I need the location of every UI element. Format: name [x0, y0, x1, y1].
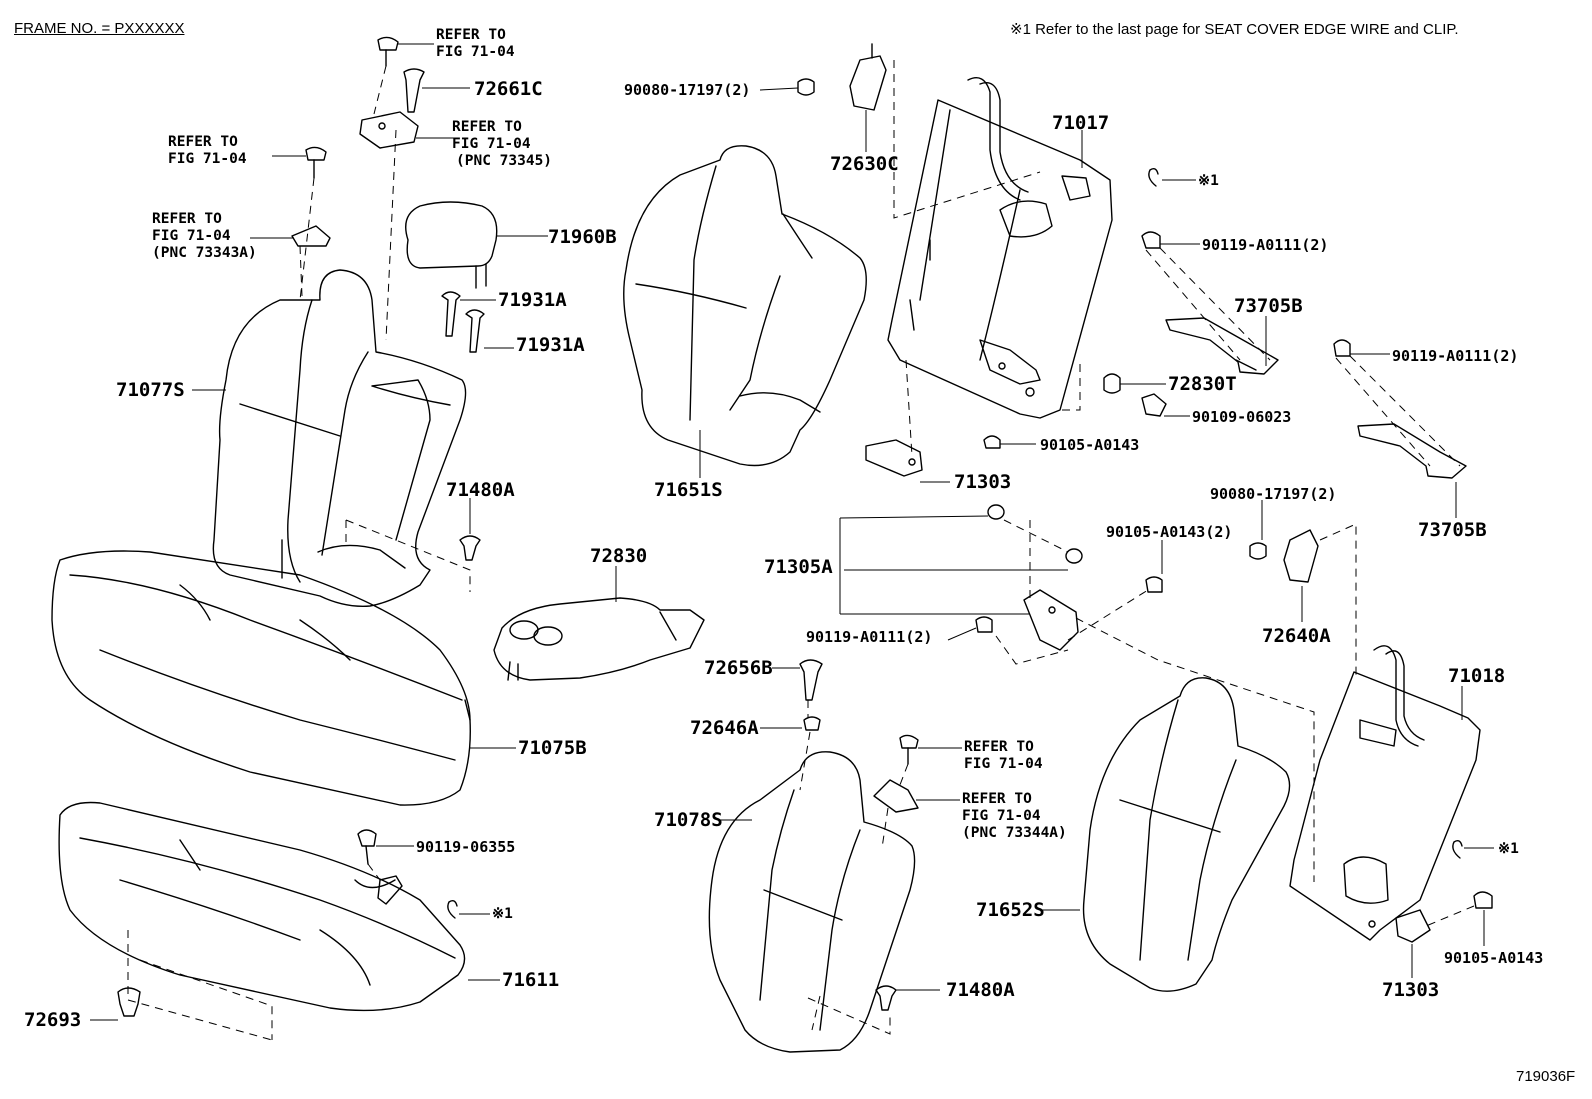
- top-left-small-parts: [291, 36, 425, 247]
- refer-fig-label: FIG 71-04: [962, 808, 1041, 824]
- part-71960b-label: 71960B: [548, 226, 617, 248]
- part-90080-17197-label: 90080-17197(2): [624, 81, 751, 99]
- refer-to-label: REFER TO: [452, 119, 522, 135]
- seatback-pad-71652s-drawing: [1082, 677, 1291, 992]
- part-72830t-label: 72830T: [1168, 373, 1237, 395]
- part-72693-label: 72693: [24, 1009, 82, 1031]
- part-72656b-label: 72656B: [704, 657, 773, 679]
- nut-71305a-1-drawing: [987, 504, 1005, 520]
- clip-symbol-3: [1452, 839, 1463, 859]
- part-71611-label: 71611: [502, 969, 560, 991]
- refer-to-label: REFER TO: [962, 791, 1032, 807]
- part-73705b-label: 73705B: [1418, 519, 1487, 541]
- clip-symbol-1: [1148, 167, 1159, 187]
- lock-bracket-drawing: [975, 589, 1079, 651]
- clip-71480a-drawing: [459, 535, 481, 561]
- refer-fig-label: FIG 71-04: [152, 228, 231, 244]
- part-71077s-label: 71077S: [116, 379, 185, 401]
- nut-71305a-2-drawing: [1065, 548, 1083, 564]
- part-71018-label: 71018: [1448, 665, 1506, 687]
- refer-pnc-label: (PNC 73345): [456, 153, 553, 169]
- part-90119-a0111-label: 90119-A0111(2): [1392, 347, 1519, 365]
- part-73705b-label: 73705B: [1234, 295, 1303, 317]
- guides-71931a-drawing: [441, 291, 485, 353]
- refer-fig-label: FIG 71-04: [452, 136, 531, 152]
- part-71931a-label: 71931A: [498, 289, 567, 311]
- part-72630c-label: 72630C: [830, 153, 899, 175]
- part-90119-a0111-label: 90119-A0111(2): [1202, 236, 1329, 254]
- part-72830-label: 72830: [590, 545, 648, 567]
- frame-71018-drawing: [1289, 645, 1481, 941]
- refer-fig-label: FIG 71-04: [436, 44, 515, 60]
- bolt-90109-drawing: [1141, 393, 1167, 417]
- part-71305a-label: 71305A: [764, 556, 833, 578]
- part-71075b-label: 71075B: [518, 737, 587, 759]
- part-90105-a0143-label: 90105-A0143: [1040, 436, 1140, 454]
- seatback-pad-71651s-drawing: [623, 145, 867, 467]
- clip-72693-drawing: [117, 987, 141, 1017]
- refer-fig-label: FIG 71-04: [964, 756, 1043, 772]
- part-72640a-label: 72640A: [1262, 625, 1331, 647]
- refer-pnc-label: (PNC 73344A): [962, 825, 1067, 841]
- part-71303-label: 71303: [1382, 979, 1440, 1001]
- refer-pnc-label: (PNC 73343A): [152, 245, 257, 261]
- refer-to-label: REFER TO: [964, 739, 1034, 755]
- bracket-71303-2-drawing: [1395, 891, 1493, 943]
- note-marker-label: ※1: [1498, 841, 1519, 857]
- part-71078s-label: 71078S: [654, 809, 723, 831]
- bracket-71303-drawing: [865, 435, 1001, 477]
- headrest-71960b-drawing: [405, 201, 498, 289]
- pin-72830t-drawing: [1103, 373, 1121, 394]
- part-71480a-label: 71480A: [446, 479, 515, 501]
- note-marker-label: ※1: [492, 906, 513, 922]
- refer-to-label: REFER TO: [152, 211, 222, 227]
- cushion-pad-71611-drawing: [58, 801, 466, 1012]
- refer-to-label: REFER TO: [436, 27, 506, 43]
- hinge-72630c-drawing: [797, 43, 887, 111]
- part-72646a-label: 72646A: [690, 717, 759, 739]
- part-90119-a0111-label: 90119-A0111(2): [806, 628, 933, 646]
- clip-71480a-2-drawing: [875, 985, 897, 1011]
- leader-lines: [90, 43, 1494, 1021]
- bracket-73344a-drawing: [873, 734, 919, 813]
- dashed-assembly-lines: [127, 60, 1475, 1041]
- seat-cushion-71075b-drawing: [51, 550, 471, 806]
- pin-72656b-drawing: [799, 659, 823, 731]
- seat-cover-note: ※1 Refer to the last page for SEAT COVER…: [1010, 21, 1459, 38]
- part-90109-06023-label: 90109-06023: [1192, 408, 1292, 426]
- refer-fig-label: FIG 71-04: [168, 151, 247, 167]
- note-marker-label: ※1: [1198, 173, 1219, 189]
- frame-number: FRAME NO. = PXXXXXX: [14, 20, 185, 37]
- part-71652s-label: 71652S: [976, 899, 1045, 921]
- armrest-72830-drawing: [493, 597, 705, 681]
- figure-id: 719036F: [1516, 1068, 1576, 1085]
- seatback-71077s-drawing: [212, 269, 467, 607]
- part-72661c-label: 72661C: [474, 78, 543, 100]
- part-90080-17197-label: 90080-17197(2): [1210, 485, 1337, 503]
- part-71931a-label: 71931A: [516, 334, 585, 356]
- part-71303-label: 71303: [954, 471, 1012, 493]
- part-71017-label: 71017: [1052, 112, 1110, 134]
- refer-to-label: REFER TO: [168, 134, 238, 150]
- seatback-71078s-drawing: [708, 751, 916, 1053]
- part-90119-06355-label: 90119-06355: [416, 838, 516, 856]
- striker-73705b-1-drawing: [1141, 231, 1279, 375]
- clip-symbol-2: [447, 899, 458, 919]
- part-90105-a0143-label: 90105-A0143: [1444, 949, 1544, 967]
- part-90105-a0143-label: 90105-A0143(2): [1106, 523, 1233, 541]
- bolt-90119-06355-drawing: [357, 829, 403, 905]
- part-71480a-label: 71480A: [946, 979, 1015, 1001]
- part-71651s-label: 71651S: [654, 479, 723, 501]
- hinge-72640a-drawing: [1145, 529, 1319, 593]
